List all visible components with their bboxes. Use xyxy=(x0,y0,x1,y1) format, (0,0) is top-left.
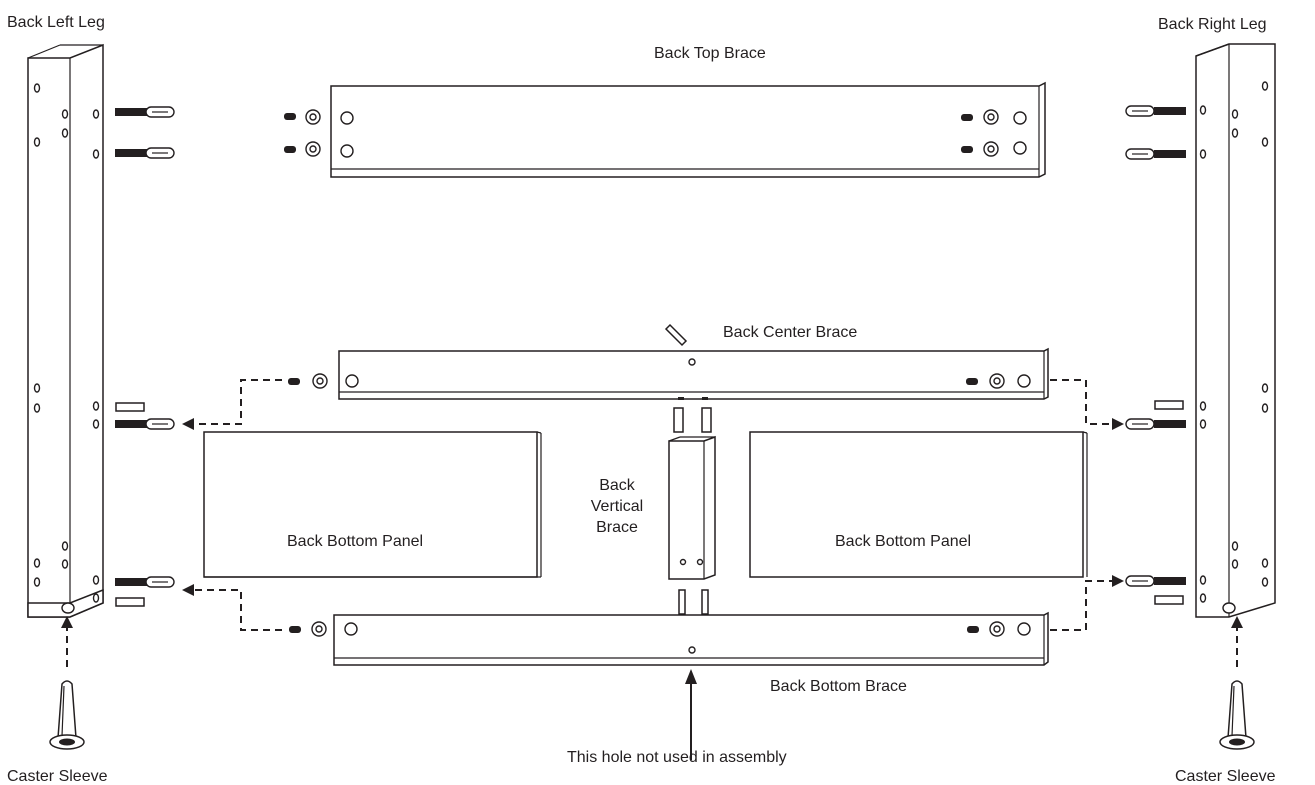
label-caster-sleeve-right: Caster Sleeve xyxy=(1175,768,1276,785)
cam-bolt-icon xyxy=(1125,105,1186,117)
caster-sleeve-left xyxy=(49,680,85,750)
label-back-bottom-panel-left: Back Bottom Panel xyxy=(287,533,423,550)
dowel-icon xyxy=(1154,595,1184,605)
label-hole-note: This hole not used in assembly xyxy=(567,749,787,766)
caster-sleeve-right xyxy=(1219,680,1255,750)
label-back-vertical-brace-3: Brace xyxy=(596,519,638,536)
label-back-center-brace: Back Center Brace xyxy=(723,324,857,341)
back-center-brace xyxy=(288,347,1049,400)
label-back-right-leg: Back Right Leg xyxy=(1158,16,1267,33)
cam-bolts-left xyxy=(115,106,175,607)
label-back-left-leg: Back Left Leg xyxy=(7,14,105,31)
back-vertical-brace xyxy=(668,407,716,615)
back-left-leg xyxy=(27,43,104,618)
dowel-icon xyxy=(115,597,145,607)
label-back-vertical-brace-1: Back xyxy=(599,477,636,494)
cam-bolt-icon xyxy=(1125,575,1186,587)
dowel-icon xyxy=(115,402,145,412)
label-back-bottom-panel-right: Back Bottom Panel xyxy=(835,533,971,550)
cam-bolt-icon xyxy=(1125,148,1186,160)
cam-bolt-icon xyxy=(115,147,175,159)
dowel-icon xyxy=(1154,400,1184,410)
back-bottom-panel-left xyxy=(203,431,542,578)
cam-bolt-icon xyxy=(115,418,175,430)
dowel-icon xyxy=(664,323,688,347)
back-bottom-panel-right xyxy=(749,431,1088,578)
back-bottom-brace xyxy=(289,611,1049,666)
cam-bolt-icon xyxy=(115,576,175,588)
back-right-leg xyxy=(1195,43,1276,618)
label-caster-sleeve-left: Caster Sleeve xyxy=(7,768,108,785)
cam-bolt-icon xyxy=(1125,418,1186,430)
label-back-vertical-brace-2: Vertical xyxy=(591,498,643,515)
label-back-bottom-brace: Back Bottom Brace xyxy=(770,678,907,695)
assembly-guides xyxy=(61,379,1243,760)
label-back-top-brace: Back Top Brace xyxy=(654,45,766,62)
cam-bolt-icon xyxy=(115,106,175,118)
back-top-brace xyxy=(284,81,1046,178)
cam-bolts-right xyxy=(1125,105,1186,605)
